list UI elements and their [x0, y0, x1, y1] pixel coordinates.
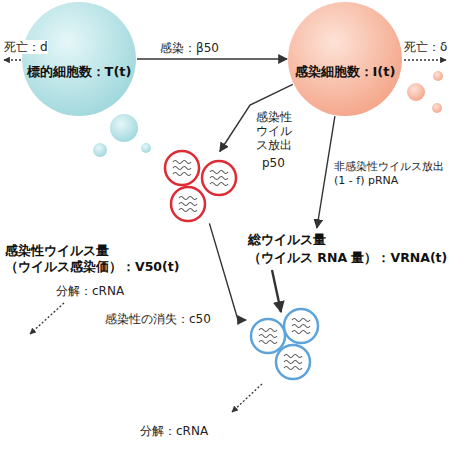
rate-label: 分解：cRNA [56, 284, 124, 298]
node-shape [21, 1, 137, 117]
virus-group: 総ウイルス量 （ウイルス RNA 量）：VRNA(t) [246, 228, 446, 388]
flow-arrow [317, 116, 335, 228]
cell-bubble [93, 143, 107, 157]
decay-arrow [232, 384, 262, 412]
virus-particle [171, 187, 205, 221]
edge-label: 感染性の消失：c50 [105, 312, 211, 326]
cell-bubble [432, 103, 442, 113]
cell-bubble [407, 83, 425, 101]
rate-label: 死亡：d [4, 40, 48, 54]
node-label: （ウイルス RNA 量）：VRNA(t) [248, 250, 447, 266]
cell-bubble [433, 71, 443, 81]
virus-particle [284, 309, 318, 343]
virus-group: 感染性ウイルス量（ウイルス感染価）：V50(t) [0, 148, 245, 275]
node-label: 感染細胞数：I(t) [287, 64, 403, 80]
cell-circle [288, 2, 402, 116]
flow-arrow [209, 223, 246, 320]
virus-particle [165, 151, 199, 185]
death-arrow [404, 59, 446, 60]
node-label: 総ウイルス量 [248, 232, 326, 248]
flow-arrow [137, 58, 287, 59]
virus-particle [251, 319, 285, 353]
node-label: 感染性ウイルス量 [5, 243, 109, 259]
decay-arrow [30, 303, 64, 334]
rate-label: 死亡：δ [404, 40, 447, 54]
edge-label: 感染：β50 [160, 41, 219, 55]
cell-bubble [110, 114, 138, 142]
cell-bubble [141, 143, 151, 153]
virus-particle [276, 345, 310, 379]
rate-label: p50 [262, 156, 285, 170]
rate-label: 分解：cRNA [140, 424, 208, 438]
cell-circle: 標的細胞数：T(t) [21, 1, 137, 117]
node-label: （ウイルス感染価）：V50(t) [5, 259, 179, 275]
pointer-arrow [272, 270, 281, 312]
node-shape [287, 1, 403, 117]
edge-label: 感染性ウイルス放出 [256, 110, 294, 152]
cell-circle [22, 2, 136, 116]
cell-circle: 感染細胞数：I(t) [287, 1, 403, 117]
node-label: 標的細胞数：T(t) [21, 64, 137, 80]
death-arrow [4, 59, 21, 60]
edge-label: 非感染性ウイルス放出 (1 - f) pRNA [334, 160, 448, 188]
virus-particle [202, 161, 236, 195]
